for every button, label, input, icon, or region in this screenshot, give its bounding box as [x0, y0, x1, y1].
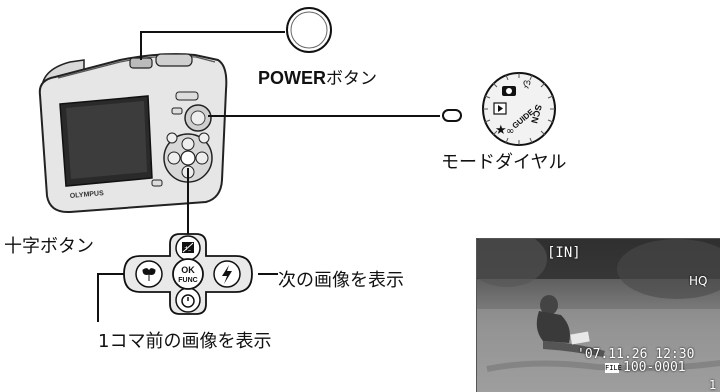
zoom-lever	[175, 91, 199, 101]
memory-indicator: [IN]	[547, 245, 581, 261]
power-label-brand: POWER	[258, 68, 327, 88]
scn-label: SCN	[529, 103, 544, 124]
photo-scene	[477, 239, 720, 392]
callout-lines	[97, 31, 440, 322]
movie-mode-icon: ∞	[506, 126, 514, 137]
svg-text:–: –	[188, 247, 191, 254]
quality-indicator: HQ	[689, 274, 708, 288]
dial-indicator-pill	[442, 109, 462, 122]
file-icon: FILE	[605, 362, 622, 373]
prev-callout-line	[97, 273, 124, 322]
portrait-mode-icon: ღ	[523, 78, 531, 89]
lcd-inner	[66, 101, 147, 179]
func-label: FUNC	[178, 277, 197, 284]
ok-func-button	[172, 258, 204, 290]
person-body	[536, 311, 570, 343]
cross-pad-detail: + – OK FUNC	[123, 233, 253, 315]
favorite-mode-icon: ★	[495, 123, 507, 138]
ok-label: OK	[181, 265, 195, 275]
mode-dial-label: モードダイヤル	[441, 152, 567, 173]
playback-photo: [IN] HQ '07.11.26 12:30 FILE100-0001 1	[476, 238, 720, 392]
file-number-row: FILE100-0001	[605, 360, 686, 375]
next-image-label: 次の画像を表示	[278, 270, 404, 291]
shutter-button-shape	[155, 53, 193, 67]
camera: OLYMPUS	[38, 53, 228, 214]
camera-brand-text: OLYMPUS	[70, 190, 105, 200]
prev-image-label: 1コマ前の画像を表示	[98, 331, 272, 352]
file-number: 100-0001	[623, 360, 686, 375]
power-callout-line	[140, 31, 285, 60]
person-head	[540, 295, 558, 315]
power-button-circle	[286, 7, 332, 53]
frame-number: 1	[709, 378, 717, 392]
photo-datetime: '07.11.26 12:30	[577, 347, 695, 362]
power-label-suffix: ボタン	[326, 69, 378, 89]
cross-button-label: 十字ボタン	[4, 236, 94, 257]
power-button-label: POWERボタン	[258, 64, 377, 89]
mode-dial-closeup: ★ ∞ ღ SCN GUIDE	[482, 72, 556, 146]
svg-text:+: +	[184, 245, 189, 252]
